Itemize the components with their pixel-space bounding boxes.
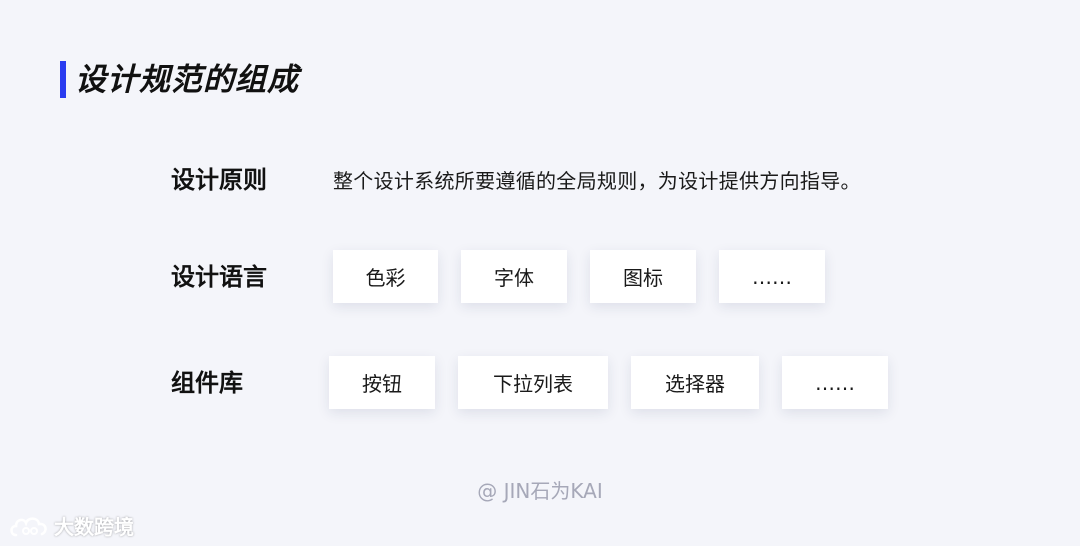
principles-description: 整个设计系统所要遵循的全局规则，为设计提供方向指导。 [333, 169, 861, 193]
watermark-text: 大数跨境 [54, 515, 134, 539]
language-card-more: …… [719, 250, 825, 303]
row-label-principles: 设计原则 [171, 166, 267, 194]
author-credit: @ JIN石为KAI [477, 479, 603, 503]
component-card-button: 按钮 [329, 356, 435, 409]
page-title: 设计规范的组成 [75, 62, 299, 98]
cloud-logo-icon [8, 513, 50, 539]
component-card-dropdown: 下拉列表 [458, 356, 608, 409]
language-card-icon: 图标 [590, 250, 696, 303]
language-card-color: 色彩 [333, 250, 438, 303]
row-label-components: 组件库 [171, 369, 243, 397]
language-card-font: 字体 [461, 250, 567, 303]
component-card-selector: 选择器 [631, 356, 759, 409]
component-card-more: …… [782, 356, 888, 409]
watermark: 大数跨境 [8, 511, 134, 540]
title-accent-bar [60, 61, 66, 98]
row-label-language: 设计语言 [171, 263, 267, 291]
